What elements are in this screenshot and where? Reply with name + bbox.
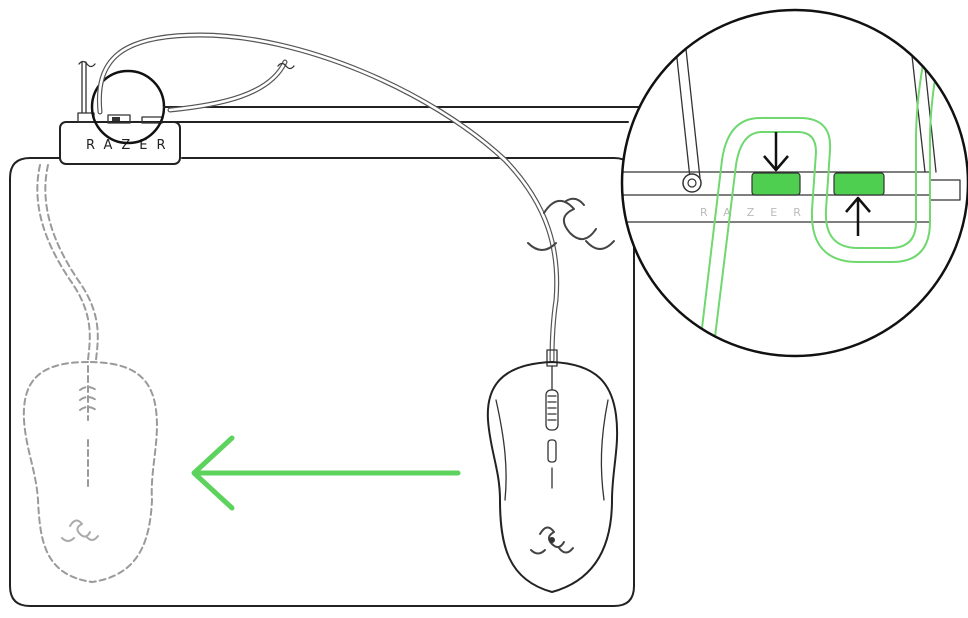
clip-right bbox=[833, 172, 885, 196]
arrow-up-icon bbox=[845, 196, 871, 236]
zoom-connector-lines bbox=[160, 106, 641, 123]
mouse-logo-icon bbox=[530, 526, 574, 555]
ghost-mouse bbox=[22, 164, 158, 583]
mouse-cable bbox=[96, 32, 560, 367]
mat-logo-icon bbox=[527, 197, 615, 251]
cable-hub: RAZER bbox=[59, 60, 181, 165]
clip-left bbox=[751, 172, 801, 196]
hub-brand-label: RAZER bbox=[86, 138, 175, 153]
mouse-mat bbox=[9, 157, 635, 607]
ghost-mouse-logo-icon bbox=[61, 519, 99, 542]
mouse bbox=[486, 361, 619, 593]
arrow-down-icon bbox=[763, 132, 789, 172]
arrow-left-icon bbox=[191, 435, 461, 511]
zoom-brand-label: RAZER bbox=[700, 206, 817, 219]
zoom-detail: RAZER bbox=[620, 8, 968, 358]
